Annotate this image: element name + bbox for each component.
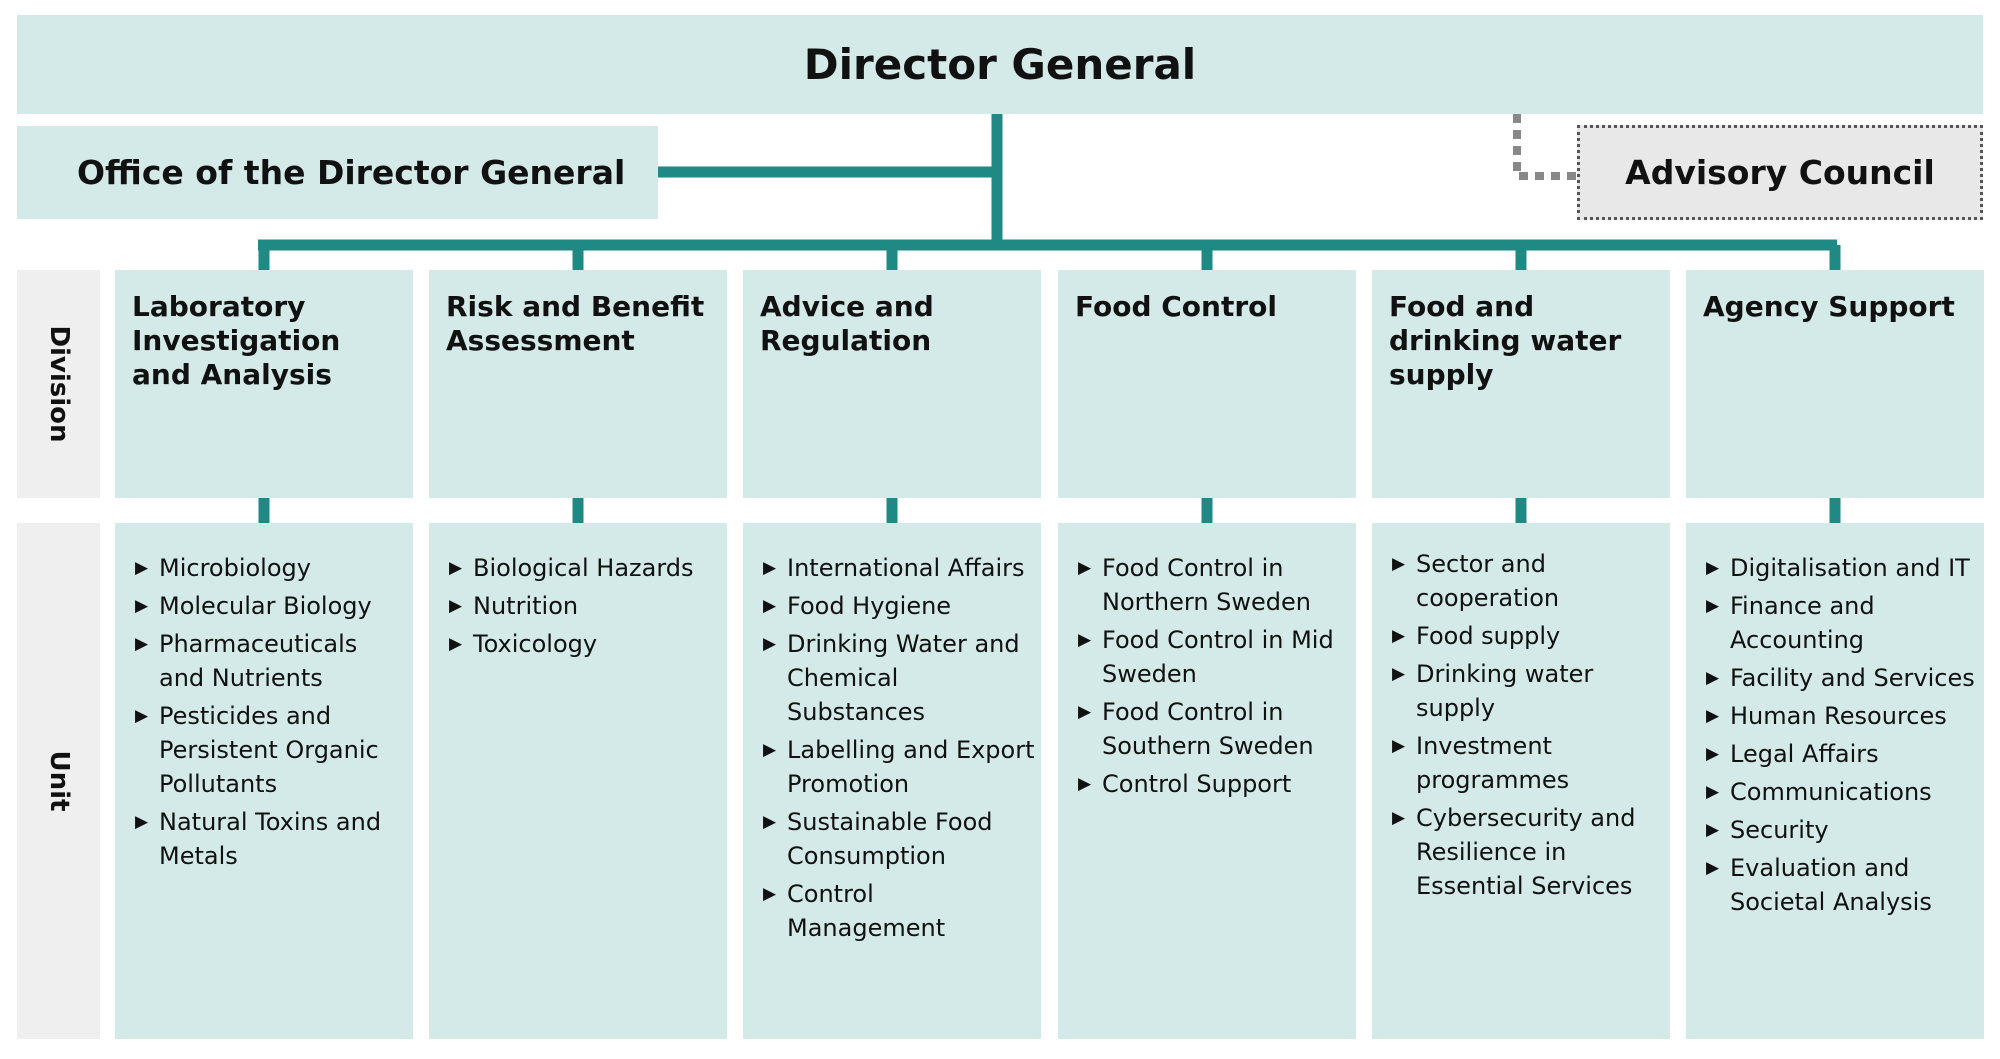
unit-box: Sector and cooperation Food supply Drink… <box>1372 523 1670 1039</box>
unit-item: Food Hygiene <box>763 589 1035 623</box>
unit-item: Food Control in Northern Sweden <box>1078 551 1350 619</box>
unit-item: Legal Affairs <box>1706 737 1978 771</box>
unit-item: Finance and Accounting <box>1706 589 1978 657</box>
unit-list: Food Control in Northern Sweden Food Con… <box>1078 551 1350 805</box>
unit-item: Sustainable Food Consumption <box>763 805 1035 873</box>
unit-item: Nutrition <box>449 589 721 623</box>
unit-item: Digitalisation and IT <box>1706 551 1978 585</box>
office-title: Office of the Director General <box>77 153 626 192</box>
unit-box: International Affairs Food Hygiene Drink… <box>743 523 1041 1039</box>
unit-list: Biological Hazards Nutrition Toxicology <box>449 551 721 665</box>
division-title: Food and drinking water supply <box>1389 290 1622 391</box>
advisory-council-title: Advisory Council <box>1625 153 1935 192</box>
unit-list: International Affairs Food Hygiene Drink… <box>763 551 1035 949</box>
unit-item: Investment programmes <box>1392 729 1664 797</box>
unit-item: Natural Toxins and Metals <box>135 805 407 873</box>
unit-item: Labelling and Export Promotion <box>763 733 1035 801</box>
unit-list: Sector and cooperation Food supply Drink… <box>1392 547 1664 907</box>
unit-row-label-box: Unit <box>17 523 100 1039</box>
director-general-box: Director General <box>17 15 1983 114</box>
unit-item: International Affairs <box>763 551 1035 585</box>
division-box: Agency Support <box>1686 270 1984 498</box>
unit-item: Control Support <box>1078 767 1350 801</box>
division-box: Laboratory Investigation and Analysis <box>115 270 413 498</box>
unit-item: Toxicology <box>449 627 721 661</box>
division-box: Food Control <box>1058 270 1356 498</box>
unit-item: Biological Hazards <box>449 551 721 585</box>
unit-item: Human Resources <box>1706 699 1978 733</box>
unit-item: Pharmaceuticals and Nutrients <box>135 627 407 695</box>
division-title: Risk and Benefit Assessment <box>446 290 705 357</box>
unit-item: Drinking water supply <box>1392 657 1664 725</box>
unit-item: Pesticides and Persistent Organic Pollut… <box>135 699 407 801</box>
division-title: Laboratory Investigation and Analysis <box>132 290 341 391</box>
unit-box: Digitalisation and IT Finance and Accoun… <box>1686 523 1984 1039</box>
unit-item: Molecular Biology <box>135 589 407 623</box>
office-box: Office of the Director General <box>17 126 658 219</box>
unit-item: Drinking Water and Chemical Substances <box>763 627 1035 729</box>
unit-item: Security <box>1706 813 1978 847</box>
division-box: Risk and Benefit Assessment <box>429 270 727 498</box>
division-title: Advice and Regulation <box>760 290 934 357</box>
division-row-label-box: Division <box>17 270 100 498</box>
unit-box: Microbiology Molecular Biology Pharmaceu… <box>115 523 413 1039</box>
division-row-label: Division <box>43 325 74 443</box>
unit-list: Microbiology Molecular Biology Pharmaceu… <box>135 551 407 877</box>
unit-row-label: Unit <box>43 750 74 812</box>
division-title: Agency Support <box>1703 290 1955 323</box>
unit-item: Sector and cooperation <box>1392 547 1664 615</box>
unit-box: Biological Hazards Nutrition Toxicology <box>429 523 727 1039</box>
division-box: Food and drinking water supply <box>1372 270 1670 498</box>
unit-item: Facility and Services <box>1706 661 1978 695</box>
unit-item: Food Control in Mid Sweden <box>1078 623 1350 691</box>
unit-item: Control Management <box>763 877 1035 945</box>
director-general-title: Director General <box>803 40 1197 89</box>
advisory-dotted-line <box>1513 114 1577 180</box>
unit-item: Microbiology <box>135 551 407 585</box>
division-title: Food Control <box>1075 290 1278 323</box>
unit-item: Cybersecurity and Resilience in Essentia… <box>1392 801 1664 903</box>
unit-box: Food Control in Northern Sweden Food Con… <box>1058 523 1356 1039</box>
unit-item: Food supply <box>1392 619 1664 653</box>
unit-list: Digitalisation and IT Finance and Accoun… <box>1706 551 1978 923</box>
division-box: Advice and Regulation <box>743 270 1041 498</box>
unit-item: Food Control in Southern Sweden <box>1078 695 1350 763</box>
advisory-council-box: Advisory Council <box>1577 125 1983 220</box>
unit-item: Communications <box>1706 775 1978 809</box>
unit-item: Evaluation and Societal Analysis <box>1706 851 1978 919</box>
